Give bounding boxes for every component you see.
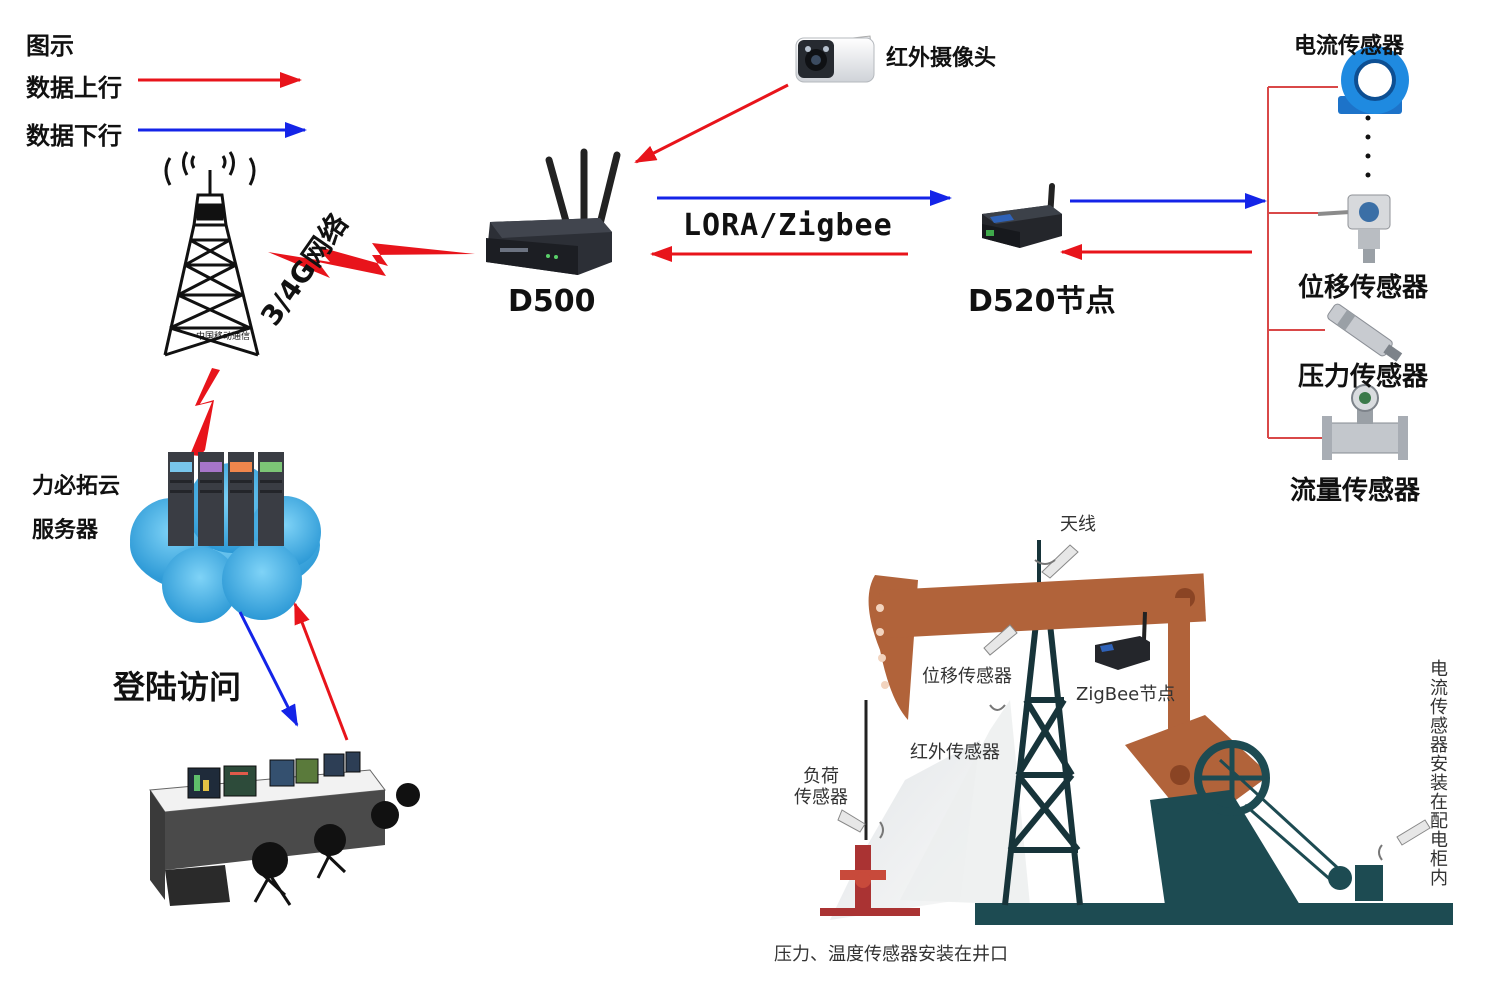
- cloud-to-console-downlink-arrow: [238, 611, 299, 727]
- tower-cloud-bolt: [190, 368, 220, 456]
- derrick-icon: [1002, 604, 1083, 906]
- sensor-bus: [1267, 86, 1348, 439]
- pumpjack-scene: [820, 540, 1453, 925]
- current-sensor-label: 电流传感器: [1294, 34, 1405, 59]
- displacement-sensor-label: 位移传感器: [1298, 273, 1429, 303]
- wellhead-install-note: 压力、温度传感器安装在井口: [774, 944, 1008, 965]
- gearbox-and-flywheel-icon: [1150, 740, 1383, 905]
- pumpjack-zigbee-label: ZigBee节点: [1076, 684, 1176, 705]
- camera-uplink-arrow: [634, 83, 789, 164]
- pressure-sensor-label: 压力传感器: [1298, 362, 1429, 392]
- pressure-sensor-icon: [1327, 303, 1403, 362]
- cloud-server-icon: [130, 452, 321, 623]
- sensor-ellipsis-dots: [1365, 115, 1371, 178]
- pumpjack-infrared-label: 红外传感器: [910, 742, 1000, 763]
- console-to-cloud-uplink-arrow: [293, 602, 349, 741]
- current-sensor-install-note: 电流传感器安装在配电柜内: [1430, 659, 1448, 889]
- signal-wave-marks: [879, 559, 1383, 861]
- lora-zigbee-label: LORA/Zigbee: [683, 208, 893, 243]
- load-sensor-label-line1: 负荷: [803, 766, 839, 787]
- tower-caption: 中国移动通信: [196, 332, 251, 342]
- current-sensor-icon: [1338, 46, 1409, 114]
- cell-tower-icon: [163, 151, 260, 357]
- camera-label: 红外摄像头: [886, 46, 997, 71]
- legend-downlink-label: 数据下行: [26, 122, 122, 150]
- login-access-label: 登陆访问: [113, 668, 242, 706]
- control-console-icon: [149, 751, 420, 906]
- cloud-server-label-line2: 服务器: [32, 518, 99, 543]
- cloud-server-label-line1: 力必拓云: [32, 474, 121, 499]
- zigbee-node-mini-icon: [1095, 611, 1150, 670]
- cellular-link-bolt: [268, 243, 475, 278]
- displacement-sensor-icon: [1317, 194, 1391, 263]
- legend-uplink-label: 数据上行: [26, 74, 122, 102]
- d500-router-icon: [486, 148, 621, 275]
- server-rack-icon: [168, 452, 284, 546]
- legend-title: 图示: [26, 32, 74, 60]
- flow-sensor-icon: [1322, 384, 1408, 460]
- flow-sensor-label: 流量传感器: [1290, 476, 1421, 506]
- d520-node-label: D520节点: [968, 284, 1116, 319]
- pumpjack-displacement-label: 位移传感器: [922, 666, 1012, 687]
- d500-label: D500: [508, 284, 596, 319]
- d520-node-icon: [982, 183, 1062, 248]
- infrared-camera-icon: [795, 35, 875, 83]
- load-sensor-label-line2: 传感器: [794, 787, 848, 808]
- antenna-label: 天线: [1060, 514, 1096, 535]
- wellhead-icon: [820, 845, 920, 916]
